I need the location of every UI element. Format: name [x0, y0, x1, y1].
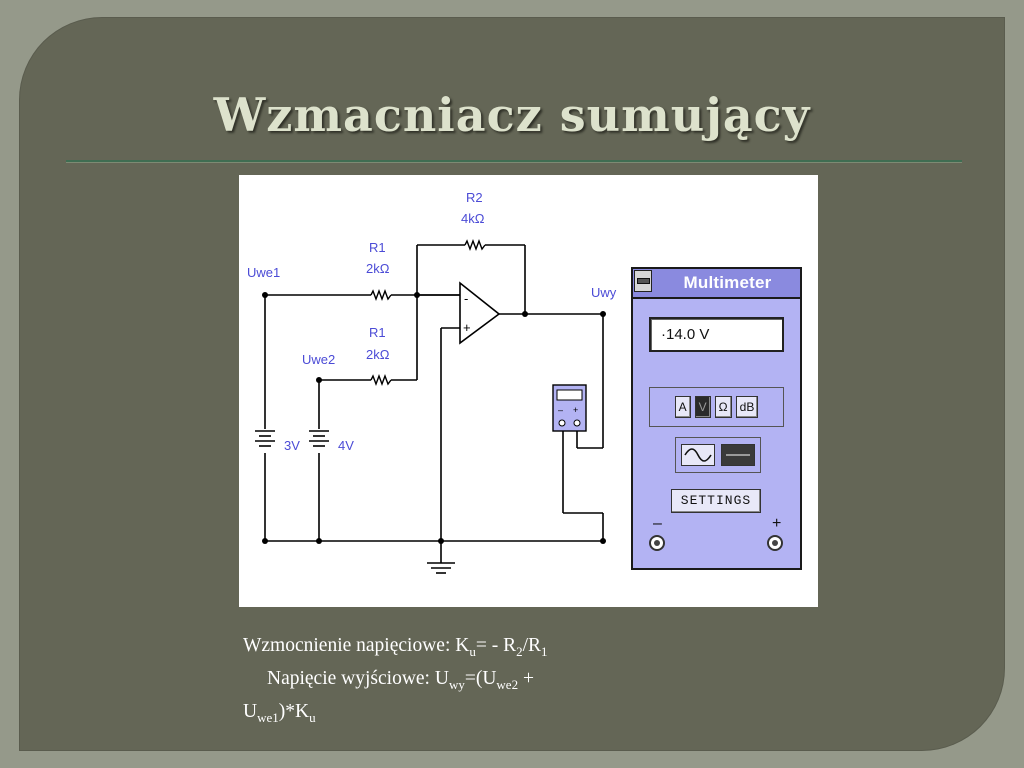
- r1b-value-label: 2kΩ: [366, 347, 390, 362]
- settings-button[interactable]: SETTINGS: [671, 489, 761, 513]
- title-divider: [66, 160, 962, 163]
- circuit-figure: - +: [239, 175, 818, 607]
- mode-db-button[interactable]: dB: [735, 396, 759, 418]
- r1a-value-label: 2kΩ: [366, 261, 390, 276]
- signal-type-selector: [675, 437, 761, 473]
- uwy-label: Uwy: [591, 285, 617, 300]
- resistor-r1b: [370, 374, 392, 386]
- opamp-symbol: - +: [459, 281, 501, 345]
- positive-terminal-label: +: [772, 515, 782, 532]
- resistor-r1a: [370, 289, 392, 301]
- negative-terminal[interactable]: [649, 535, 665, 551]
- sine-wave-icon: [684, 448, 712, 462]
- dc-line-icon: [726, 454, 750, 456]
- output-voltage-formula-cont: Uwe1)*Ku: [243, 701, 316, 725]
- dc-mode-button[interactable]: [721, 444, 755, 466]
- battery-4v: [309, 430, 329, 447]
- r2-value-label: 4kΩ: [461, 211, 485, 226]
- ac-mode-button[interactable]: [681, 444, 715, 466]
- mode-voltmeter-button[interactable]: V: [694, 396, 711, 418]
- slide-title: Wzmacniacz sumujący: [213, 88, 811, 142]
- junction-dots: [262, 292, 606, 544]
- multimeter-probe-icon: – +: [552, 384, 587, 432]
- r2-name-label: R2: [466, 190, 483, 205]
- multimeter-titlebar: Multimeter: [633, 269, 800, 299]
- multimeter-panel: Multimeter ·14.0 V A V Ω dB SETTINGS – +: [631, 267, 802, 570]
- uwe2-label: Uwe2: [302, 352, 335, 367]
- window-menu-button[interactable]: [634, 270, 652, 292]
- mode-selector: A V Ω dB: [649, 387, 784, 427]
- positive-terminal[interactable]: [767, 535, 783, 551]
- battery-4v-label: 4V: [338, 438, 354, 453]
- output-voltage-formula: Napięcie wyjściowe: Uwy=(Uwe2 +: [267, 668, 534, 692]
- svg-text:+: +: [573, 405, 578, 415]
- negative-terminal-label: –: [653, 515, 662, 532]
- mode-ammeter-button[interactable]: A: [674, 396, 691, 418]
- gain-formula: Wzmocnienie napięciowe: Ku= - R2/R1: [243, 635, 548, 659]
- resistor-r2: [464, 239, 486, 251]
- mode-ohmmeter-button[interactable]: Ω: [714, 396, 732, 418]
- svg-text:–: –: [558, 405, 563, 415]
- circuit-wires: [264, 244, 604, 574]
- minimize-icon: [636, 278, 650, 284]
- opamp-plus-label: +: [463, 320, 471, 335]
- multimeter-reading: ·14.0 V: [649, 317, 784, 352]
- multimeter-title: Multimeter: [683, 273, 772, 292]
- uwe1-label: Uwe1: [247, 265, 280, 280]
- r1b-name-label: R1: [369, 325, 386, 340]
- formula-caption: Wzmocnienie napięciowe: Ku= - R2/R1 Napi…: [243, 632, 763, 731]
- circuit-schematic: - +: [247, 190, 617, 574]
- battery-3v-label: 3V: [284, 438, 300, 453]
- opamp-minus-label: -: [464, 291, 468, 306]
- battery-3v: [255, 430, 275, 447]
- r1a-name-label: R1: [369, 240, 386, 255]
